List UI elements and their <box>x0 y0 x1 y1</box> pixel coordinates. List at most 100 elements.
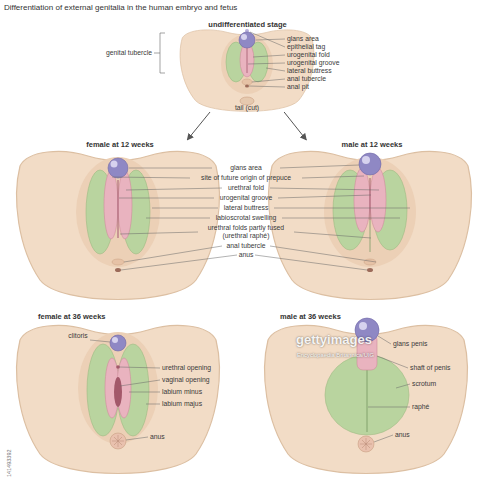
urethral-fold <box>104 171 118 239</box>
leader-line <box>374 435 393 442</box>
image-id: 141493392 <box>5 449 13 477</box>
leader-line <box>146 404 160 405</box>
leader-line <box>112 177 190 178</box>
panel-heading: female at 36 weeks <box>38 312 220 321</box>
part-label: glans area <box>230 164 262 172</box>
leader-line <box>280 165 359 168</box>
body-outline <box>17 325 220 473</box>
urogenital-groove <box>247 48 248 73</box>
part-label: anus <box>239 251 254 259</box>
part-label: urethral opening <box>162 364 211 372</box>
leader-line <box>255 255 367 270</box>
urethral-fold <box>118 171 132 239</box>
body-outline <box>269 151 472 299</box>
part-label: vaginal opening <box>162 376 210 384</box>
stage-arrow <box>187 112 210 140</box>
part-label: tail (cut) <box>235 104 259 112</box>
part-label: anal tubercle <box>227 242 266 250</box>
part-label: urethral folds partly fused (urethral ra… <box>196 224 296 240</box>
raphe <box>367 362 368 432</box>
leader-line <box>302 176 364 178</box>
credit-line: Encyclopaedia Britannica/UIG <box>297 351 374 359</box>
stage-arrow <box>284 112 306 140</box>
anal-tubercle <box>112 259 124 265</box>
vaginal-opening <box>114 377 122 407</box>
part-label: anus <box>150 433 165 441</box>
leader-line <box>378 336 391 344</box>
leader-line <box>124 246 222 262</box>
anal-folds <box>360 438 372 450</box>
tail-stump <box>240 97 254 105</box>
part-label: labium majus <box>162 400 202 408</box>
leader-line <box>120 380 160 386</box>
leader-line <box>120 232 198 234</box>
leader-line <box>119 367 160 368</box>
anal-folds <box>112 435 124 447</box>
anus <box>367 268 373 272</box>
perineal-region <box>78 332 158 444</box>
leader-line <box>90 340 110 342</box>
anal-pit <box>245 85 249 88</box>
stage-panel: male at 12 weeks <box>272 140 472 305</box>
panel-heading: female at 12 weeks <box>20 140 220 149</box>
part-label: shaft of penis <box>410 364 450 372</box>
part-label: urethral fold <box>228 184 264 192</box>
leader-line <box>129 168 212 169</box>
part-label: raphé <box>412 403 429 411</box>
part-label: scrotum <box>412 380 436 388</box>
leader-line <box>377 356 408 368</box>
part-label: labium minus <box>162 388 202 396</box>
highlight <box>359 322 367 330</box>
anus <box>358 436 374 452</box>
stage-panel: female at 12 weeks <box>20 140 220 305</box>
clitoris <box>110 335 126 351</box>
body-outline <box>17 151 220 299</box>
panel-heading: male at 36 weeks <box>280 312 468 321</box>
leader-lines <box>248 32 285 87</box>
leader-line <box>126 437 148 440</box>
urethral-fold <box>354 168 370 232</box>
part-label: anal tubercle <box>287 75 326 83</box>
anal-tubercle <box>242 79 252 85</box>
leader-line <box>252 79 285 82</box>
part-label: lateral buttress <box>224 204 269 212</box>
leader-lines <box>112 165 410 270</box>
highlight <box>111 161 118 168</box>
leader-line <box>152 208 218 209</box>
part-label: glans penis <box>393 340 427 348</box>
lateral-buttress <box>76 157 160 267</box>
leader-line <box>396 384 410 388</box>
urethral-raphe <box>370 220 371 252</box>
part-label: site of future origin of prepuce <box>201 174 291 182</box>
leader-line <box>126 188 222 190</box>
leader-line <box>270 188 379 190</box>
part-label: lateral buttress <box>287 67 332 75</box>
anal-tubercle <box>364 259 376 265</box>
part-label: genital tubercle <box>106 49 152 57</box>
leader-lines <box>368 336 410 442</box>
leader-line <box>121 255 237 270</box>
anus <box>115 268 121 272</box>
leader-line <box>282 218 400 219</box>
part-label: epithelial tag <box>287 43 325 51</box>
leader-line <box>256 39 285 40</box>
part-label: labioscrotal swelling <box>216 214 276 222</box>
highlight <box>362 156 370 164</box>
glans-area <box>108 158 128 178</box>
leader-lines <box>90 340 160 440</box>
body-outline <box>265 325 468 473</box>
leader-line <box>274 208 410 209</box>
glans-area <box>359 153 381 175</box>
leader-line <box>266 68 285 71</box>
highlight <box>112 337 118 343</box>
urethral-fold <box>370 168 386 232</box>
urogenital-groove <box>117 180 118 238</box>
leader-line <box>146 218 210 219</box>
part-label: anal pit <box>287 83 309 91</box>
glans-area <box>239 32 255 48</box>
part-label: urogenital fold <box>287 51 330 59</box>
bracket <box>154 33 165 73</box>
